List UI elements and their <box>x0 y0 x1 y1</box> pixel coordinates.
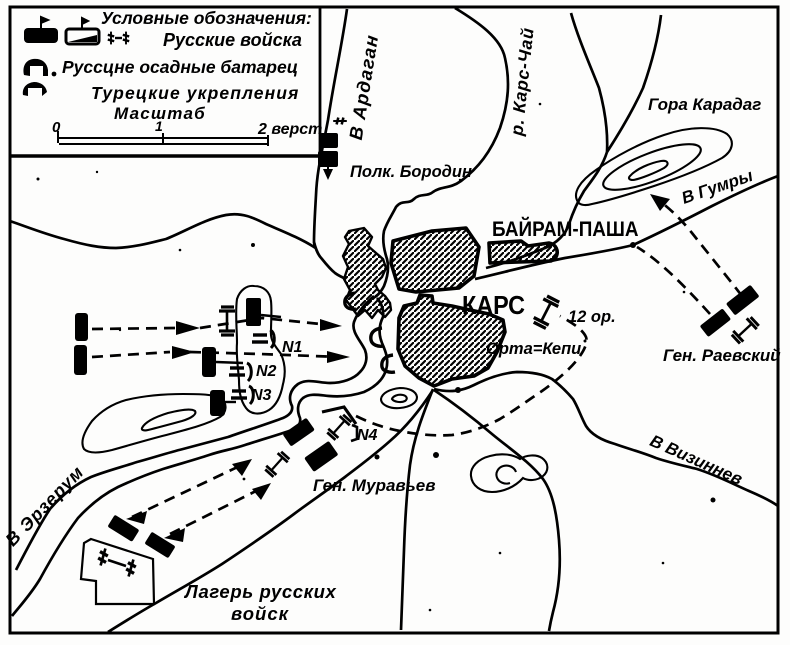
svg-text:Турецкие укрепления: Турецкие укрепления <box>91 83 299 103</box>
svg-text:2 верст: 2 верст <box>257 121 322 138</box>
svg-text:Русские войска: Русские войска <box>163 30 302 50</box>
svg-text:Условные обозначения:: Условные обозначения: <box>101 8 312 28</box>
svg-text:Ген. Раевский: Ген. Раевский <box>663 346 781 365</box>
svg-text:0: 0 <box>52 119 61 136</box>
svg-text:1: 1 <box>155 118 163 134</box>
svg-text:Гора Карадаг: Гора Карадаг <box>648 95 761 114</box>
svg-text:КАРС: КАРС <box>462 292 525 320</box>
svg-text:12 ор.: 12 ор. <box>568 308 616 326</box>
svg-text:Руссцне осадные батарец: Руссцне осадные батарец <box>62 57 298 77</box>
svg-text:Ген. Муравьев: Ген. Муравьев <box>313 476 436 495</box>
svg-text:N3: N3 <box>251 387 272 404</box>
svg-text:Лагерь русских: Лагерь русских <box>183 581 337 602</box>
svg-text:Орта=Кепи: Орта=Кепи <box>486 340 581 358</box>
svg-text:Полк. Бородин: Полк. Бородин <box>350 163 472 181</box>
svg-text:Масштаб: Масштаб <box>114 104 206 123</box>
svg-text:БАЙРАМ-ПАША: БАЙРАМ-ПАША <box>492 216 639 241</box>
svg-text:N1: N1 <box>282 339 303 356</box>
svg-text:N2: N2 <box>256 363 277 380</box>
svg-text:N4: N4 <box>357 427 378 444</box>
svg-text:войск: войск <box>231 603 290 624</box>
